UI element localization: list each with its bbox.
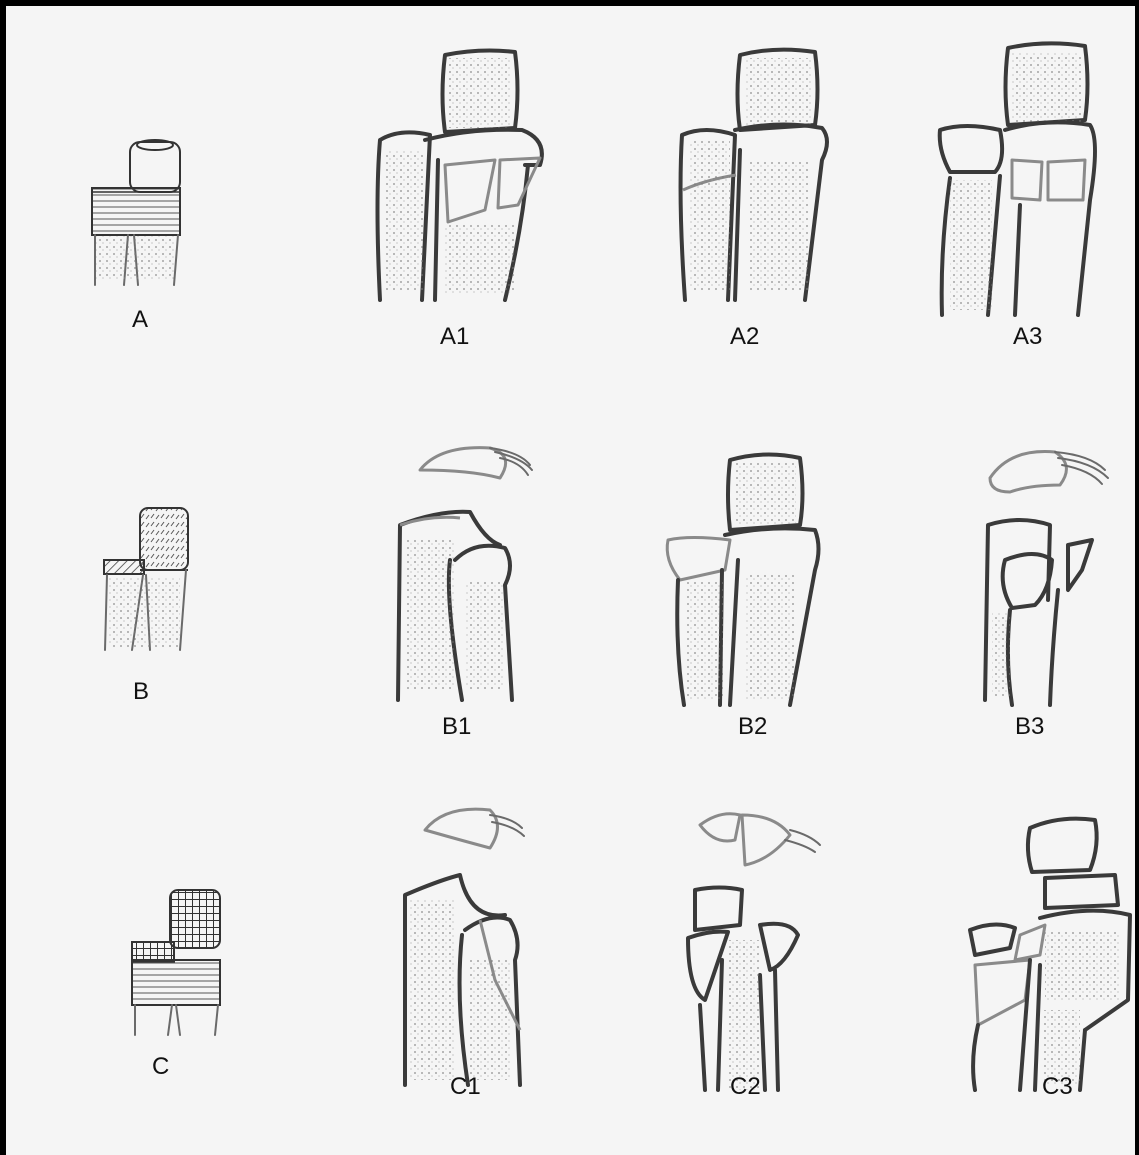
illustration-c2 <box>688 814 820 1090</box>
label-c1: C1 <box>450 1073 481 1101</box>
label-c2: C2 <box>730 1073 761 1101</box>
label-b3: B3 <box>1015 713 1044 741</box>
label-a1: A1 <box>440 323 469 351</box>
illustration-a3 <box>940 43 1095 315</box>
illustration-b2 <box>667 454 818 705</box>
label-a2: A2 <box>730 323 759 351</box>
label-c: C <box>152 1053 169 1081</box>
illustration-a1 <box>378 51 542 300</box>
label-c3: C3 <box>1042 1073 1073 1101</box>
schematic-c <box>132 890 220 1035</box>
illustration-a2 <box>681 50 827 300</box>
label-b2: B2 <box>738 713 767 741</box>
label-b1: B1 <box>442 713 471 741</box>
label-a: A <box>132 306 148 334</box>
illustration-b1 <box>398 448 532 700</box>
label-b: B <box>133 678 149 706</box>
label-a3: A3 <box>1013 323 1042 351</box>
illustration-c3 <box>970 819 1130 1090</box>
illustration-b3 <box>985 452 1108 705</box>
schematic-b <box>104 508 188 650</box>
illustration-c1 <box>405 809 524 1085</box>
schematic-a <box>92 140 180 285</box>
